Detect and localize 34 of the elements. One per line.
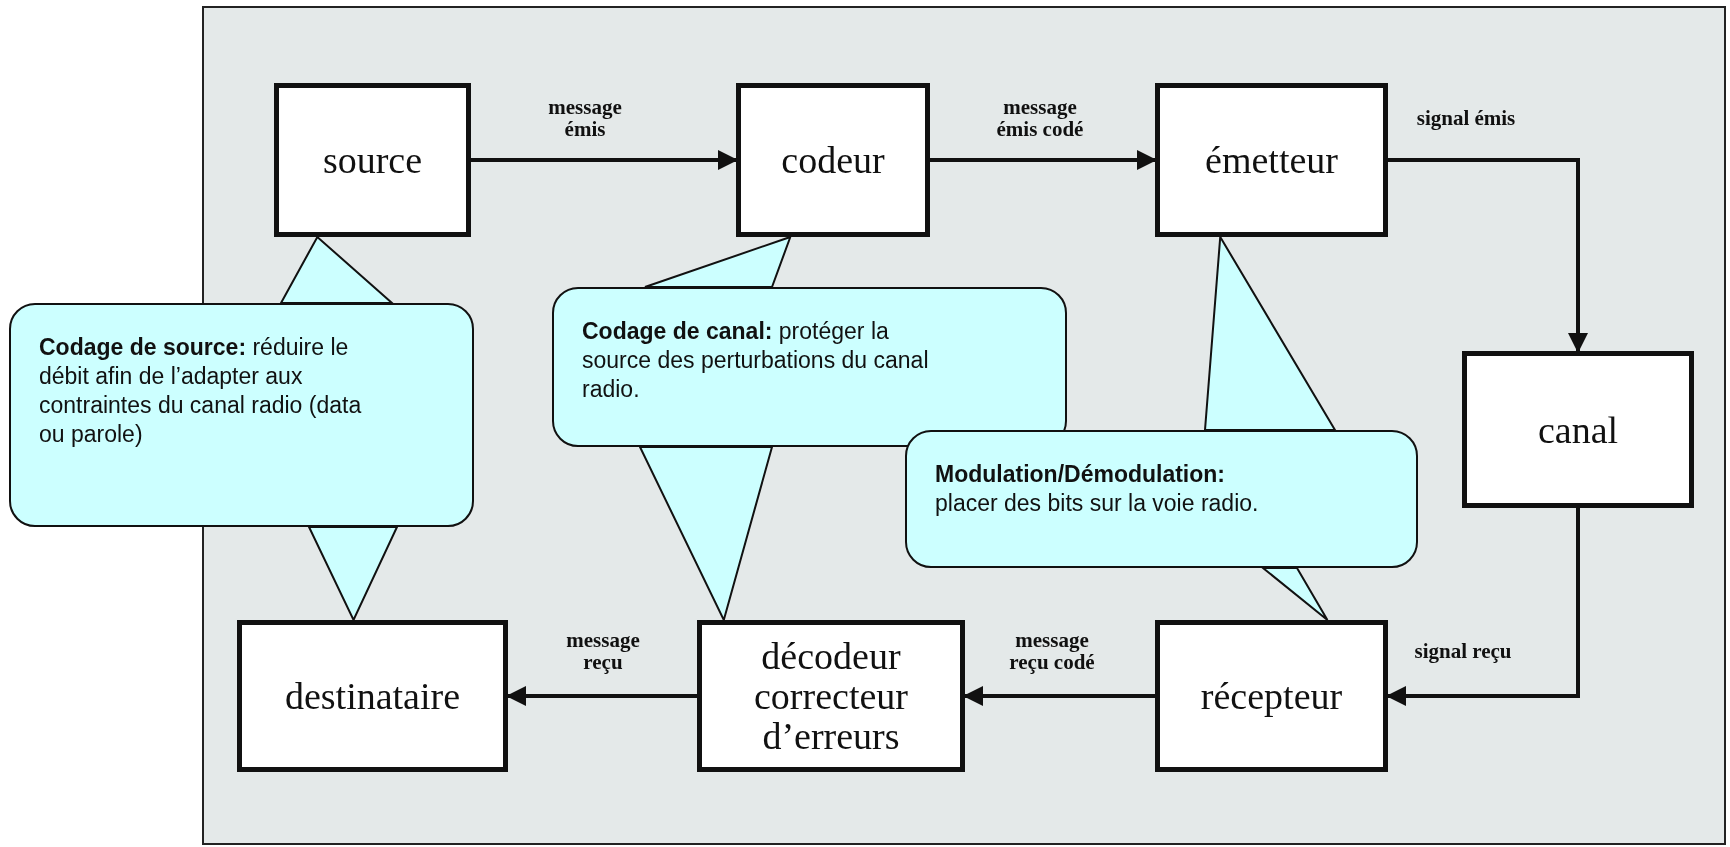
callout-pointer — [279, 235, 395, 304]
edge-label: message émis — [547, 96, 623, 140]
box-label: émetteur — [1205, 140, 1338, 180]
callout-pointer — [1260, 567, 1329, 621]
process-box — [1155, 620, 1388, 772]
callout-text: Codage de source: réduire le débit afin de l’adapter aux contraintes du canal radio (data ou parole) — [39, 333, 363, 449]
process-box — [697, 620, 965, 772]
callout-text: Codage de canal: protéger la source des perturbations du canal radio. — [582, 317, 930, 404]
callout-text: Modulation/Démodulation: placer des bits sur la voie radio. — [935, 460, 1260, 518]
arrow — [506, 686, 697, 706]
process-box — [237, 620, 508, 772]
arrow — [1386, 508, 1580, 706]
edge-label: signal reçu — [1413, 640, 1513, 662]
arrow — [471, 150, 738, 170]
process-box — [1155, 83, 1388, 237]
edge-label: signal émis — [1415, 107, 1517, 129]
edge-label: message reçu codé — [1008, 629, 1096, 673]
arrow — [963, 686, 1155, 706]
callout-pointer — [307, 526, 399, 623]
process-box — [736, 83, 930, 237]
callout-pointer — [638, 446, 774, 623]
process-box — [274, 83, 471, 237]
arrow — [1388, 158, 1588, 353]
box-label: récepteur — [1200, 676, 1343, 716]
edge-label: message reçu — [565, 629, 641, 673]
callout-pointer — [644, 235, 792, 288]
edge-label: message émis codé — [995, 96, 1085, 140]
box-label: canal — [1537, 409, 1619, 450]
box-label: codeur — [781, 140, 885, 180]
box-label: source — [322, 140, 423, 180]
process-box — [1462, 351, 1694, 508]
arrow — [930, 150, 1157, 170]
box-label: destinataire — [284, 676, 461, 716]
box-label: décodeur correcteur d’erreurs — [753, 636, 909, 756]
